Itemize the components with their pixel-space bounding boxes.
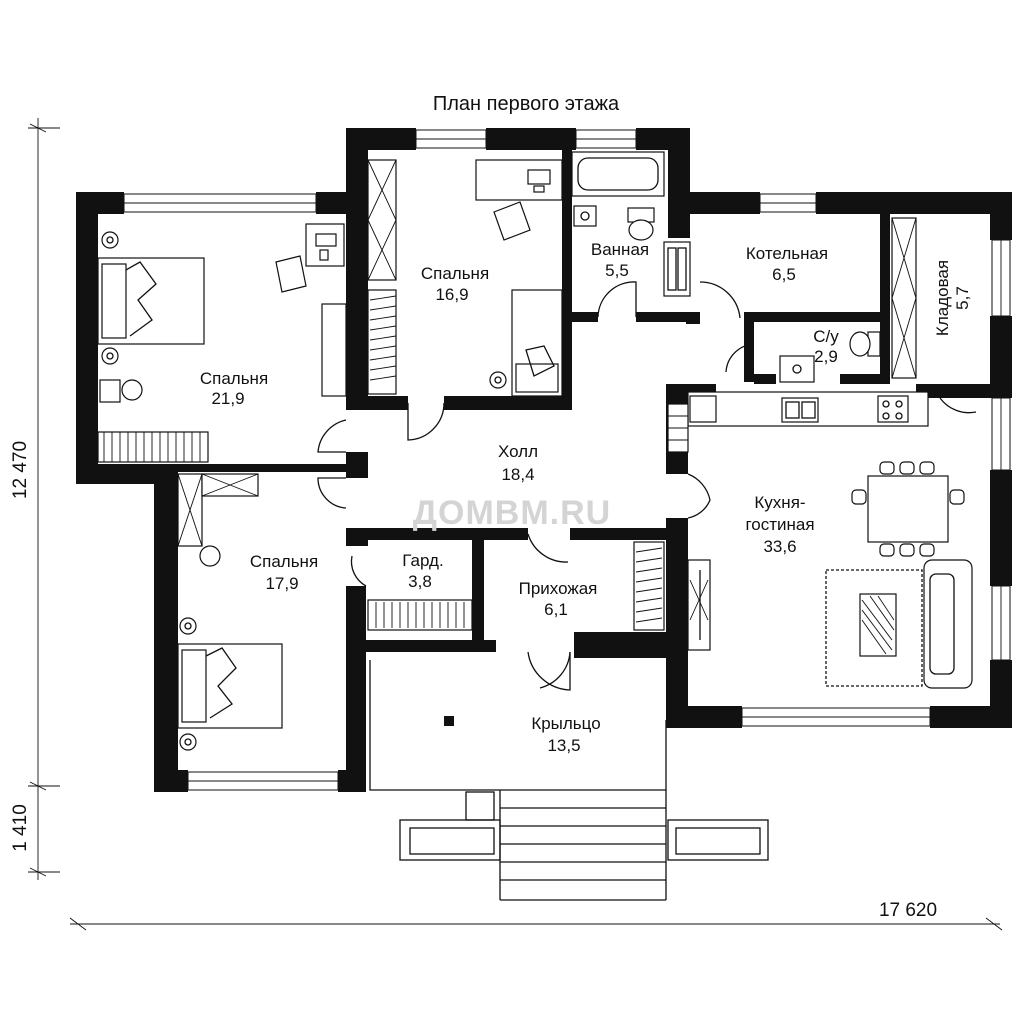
room-boiler-name: Котельная bbox=[746, 244, 828, 263]
room-bedroom-left-area: 21,9 bbox=[211, 389, 244, 408]
room-kitchen-name: гостиная bbox=[745, 515, 814, 534]
room-bedroom-bottom-name: Спальня bbox=[250, 552, 318, 571]
furniture-kitchen bbox=[667, 391, 973, 689]
furniture-bathroom bbox=[571, 151, 691, 297]
room-wc-area: 2,9 bbox=[814, 347, 838, 366]
room-wardrobe-name: Гард. bbox=[402, 551, 443, 570]
room-kitchen-area: 33,6 bbox=[763, 537, 796, 556]
room-hall-name: Холл bbox=[498, 442, 538, 461]
room-pantry-area: 5,7 bbox=[953, 286, 972, 310]
doors bbox=[317, 281, 977, 691]
room-porch-area: 13,5 bbox=[547, 736, 580, 755]
room-wardrobe-area: 3,8 bbox=[408, 572, 432, 591]
room-bedroom-bottom-area: 17,9 bbox=[265, 574, 298, 593]
dimension-lines bbox=[28, 118, 1003, 931]
room-bedroom-top-area: 16,9 bbox=[435, 285, 468, 304]
room-labels: Спальня 21,9 Спальня 16,9 Ванная 5,5 Кот… bbox=[200, 240, 972, 755]
room-wc-name: С/у bbox=[813, 327, 839, 346]
furniture-bedroom-bottom bbox=[177, 473, 665, 751]
room-bedroom-top-name: Спальня bbox=[421, 264, 489, 283]
walls bbox=[76, 128, 1012, 792]
dimension-height-porch: 1 410 bbox=[10, 804, 31, 852]
room-bathroom-name: Ванная bbox=[591, 240, 649, 259]
room-bedroom-left-name: Спальня bbox=[200, 369, 268, 388]
room-entry-name: Прихожая bbox=[519, 579, 598, 598]
windows bbox=[123, 129, 1011, 791]
furniture-bedroom-left bbox=[97, 223, 347, 463]
room-hall-area: 18,4 bbox=[501, 465, 534, 484]
plan-title: План первого этажа bbox=[433, 93, 620, 115]
room-boiler-area: 6,5 bbox=[772, 265, 796, 284]
room-entry-area: 6,1 bbox=[544, 600, 568, 619]
furniture-pantry-wc bbox=[779, 217, 917, 383]
dimension-width-total: 17 620 bbox=[879, 900, 937, 921]
room-porch-name: Крыльцо bbox=[531, 714, 600, 733]
room-kitchen-name-line1: Кухня- bbox=[754, 493, 805, 512]
room-pantry-name: Кладовая bbox=[933, 260, 952, 336]
room-bathroom-area: 5,5 bbox=[605, 261, 629, 280]
furniture-bedroom-top bbox=[367, 159, 563, 397]
dimension-height-total: 12 470 bbox=[10, 441, 31, 499]
porch-steps bbox=[369, 660, 769, 901]
watermark: ДОМВМ.RU bbox=[413, 494, 611, 532]
